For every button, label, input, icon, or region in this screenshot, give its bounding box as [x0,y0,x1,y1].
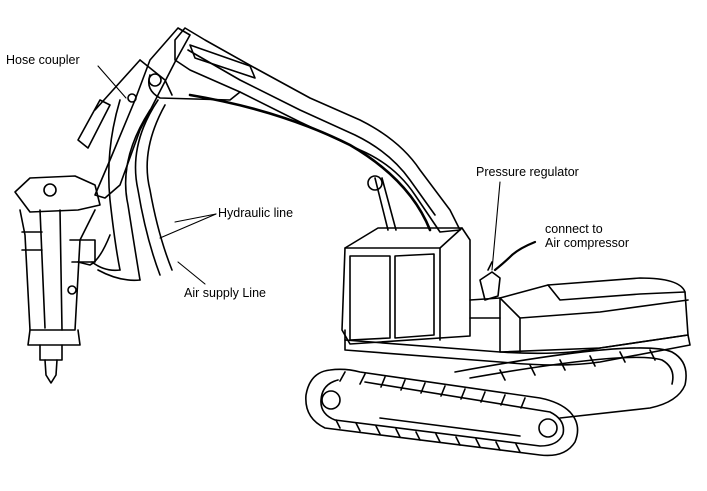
boom [77,27,461,233]
hoses [77,93,537,282]
leader-hose-coupler [97,65,127,99]
track-rear [454,347,687,419]
track-front [305,368,579,457]
hydraulic-line-label: Hydraulic line [218,206,294,220]
leader-lines [97,65,501,285]
pressure-regulator-label: Pressure regulator [476,165,579,179]
leader-hydraulic-line-1 [174,213,217,223]
connect-to-label: connect to [545,222,603,236]
machine-body [341,227,691,366]
air-supply-line-label: Air supply Line [184,286,266,300]
pressure-regulator [479,261,501,301]
leader-air-supply-line [177,261,206,285]
air-compressor-label: Air compressor [545,236,630,250]
hydraulic-breaker [14,175,101,384]
leader-pressure-regulator [491,181,501,271]
leader-hydraulic-line-2 [159,213,217,239]
hose-coupler-label: Hose coupler [6,53,80,67]
